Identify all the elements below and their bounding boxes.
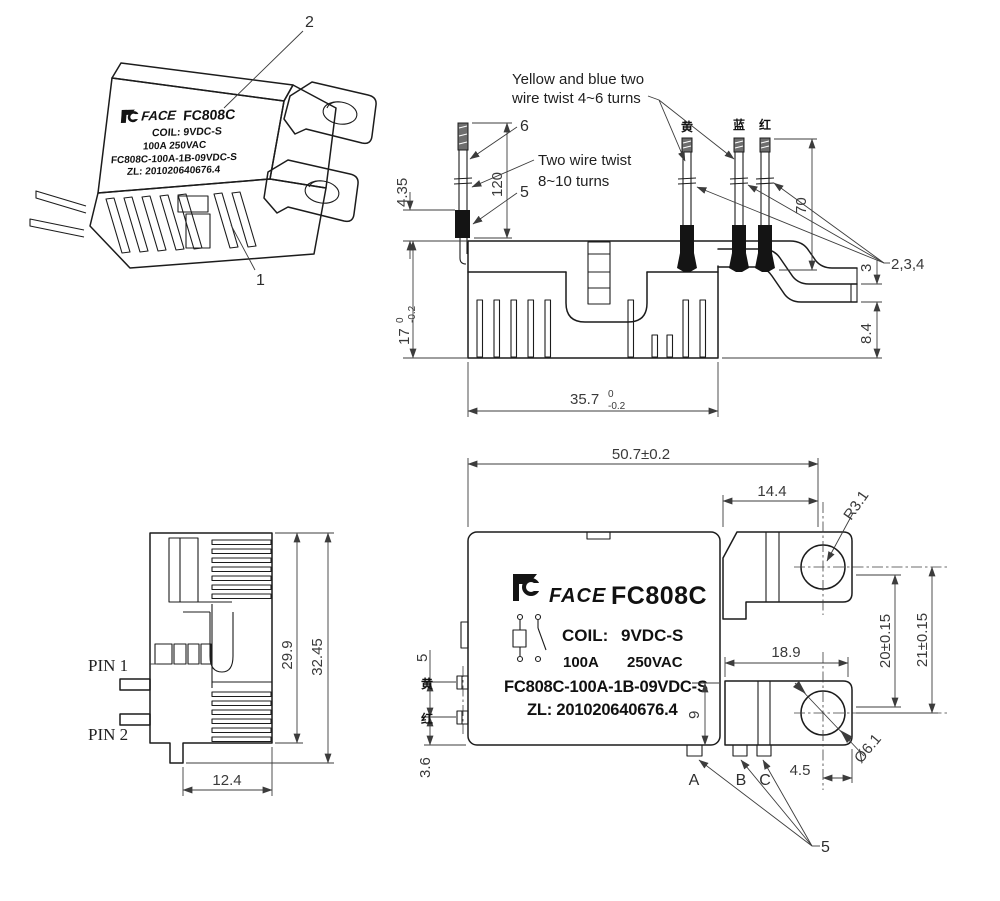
- iso-face-print: FACE FC808C COIL: 9VDC-S 100A 250VAC FC8…: [110, 106, 237, 178]
- side-terminal-blocks: [154, 643, 212, 665]
- note-yellow-blue-line1: Yellow and blue two: [512, 71, 644, 88]
- svg-text:0: 0: [608, 389, 614, 400]
- iso-model-text: FC808C: [183, 106, 236, 123]
- note-twist-line1: Two wire twist: [538, 152, 632, 169]
- wire-label-yellow: 黄: [681, 119, 693, 134]
- dim-r3p1: R3.1: [840, 488, 872, 524]
- wire-blue: [729, 137, 749, 272]
- callout-2-3-4: 2,3,4: [891, 256, 924, 273]
- iso-rating-text: 100A 250VAC: [142, 140, 206, 153]
- dim-4p5: 4.5: [790, 762, 811, 779]
- wiring-colored-wires: 黄 蓝 红: [677, 117, 775, 272]
- iso-brand-text: FACE: [141, 108, 177, 124]
- pin1-label: PIN 1: [88, 656, 128, 675]
- dim-50p7: 50.7±0.2: [612, 446, 670, 463]
- model-text: FC808C: [611, 582, 707, 610]
- terminal-a-label: A: [689, 772, 700, 789]
- dim-14p4: 14.4: [757, 483, 786, 500]
- dim-17-tol: 17 0 -0.2: [395, 305, 418, 345]
- dim-3: 3: [858, 264, 875, 272]
- iso-callouts: 2 1: [223, 14, 314, 289]
- coil-switch-symbol: [512, 613, 547, 663]
- pin2-label: PIN 2: [88, 725, 128, 744]
- dim-18p9: 18.9: [771, 644, 800, 661]
- dim-3p6: 3.6: [417, 757, 434, 778]
- side-relay-body: [119, 532, 273, 764]
- callout-5-wiring: 5: [520, 184, 529, 201]
- dim-20: 20±0.15: [877, 614, 894, 668]
- isometric-view: FACE FC808C COIL: 9VDC-S 100A 250VAC FC8…: [29, 14, 377, 289]
- iso-coil-pins: [29, 190, 87, 238]
- front-face-print: FACE FC808C COIL: 9VDC-S 100A 250VAC FC8…: [504, 574, 708, 719]
- brand-logo: [513, 574, 542, 601]
- wire-yellow: [677, 137, 697, 272]
- wiring-relay-body: [467, 240, 858, 359]
- svg-text:-0.2: -0.2: [407, 305, 418, 323]
- dim-29p9: 29.9: [279, 640, 296, 669]
- note-yellow-blue-line2: wire twist 4~6 turns: [511, 90, 641, 107]
- dim-5-pitch: 5: [414, 654, 431, 662]
- front-relay-body: [456, 531, 772, 757]
- front-bracket-lower: [724, 652, 948, 790]
- wire-red: [755, 137, 775, 272]
- wiring-notes: Yellow and blue two wire twist 4~6 turns…: [469, 71, 924, 273]
- note-twist-line2: 8~10 turns: [538, 173, 609, 190]
- dim-35p7-tol: 35.7 0 -0.2: [570, 389, 626, 412]
- wiring-left-wire: [453, 122, 473, 265]
- dim-dia6p1: Ø6.1: [851, 731, 885, 767]
- dim-12p4: 12.4: [212, 772, 241, 789]
- dim-21: 21±0.15: [914, 613, 931, 667]
- wire-label-red: 红: [759, 117, 771, 132]
- dim-4p35: 4.35: [394, 178, 411, 207]
- iso-heatsink-fins: [105, 191, 257, 254]
- svg-text:0: 0: [395, 317, 406, 323]
- front-view: FACE FC808C COIL: 9VDC-S 100A 250VAC FC8…: [414, 446, 948, 856]
- wire-label-blue: 蓝: [733, 117, 745, 132]
- front-dimensions: 50.7±0.2 14.4 R3.1 18.9 20±0.15 21±0.15: [414, 446, 938, 783]
- svg-text:35.7: 35.7: [570, 391, 599, 408]
- side-dimensions: 29.9 32.45 12.4: [182, 532, 334, 796]
- iso-coil-text: COIL: 9VDC-S: [151, 125, 222, 139]
- wiring-heatsink-slots: [476, 299, 707, 358]
- callout-5-front: 5: [821, 839, 830, 856]
- dim-9: 9: [686, 711, 703, 719]
- voltage-text: 250VAC: [627, 654, 683, 671]
- dim-120: 120: [489, 172, 506, 197]
- brand-text: FACE: [549, 585, 606, 607]
- iso-terminal-bracket-lower: [263, 159, 359, 223]
- svg-text:-0.2: -0.2: [608, 401, 626, 412]
- iso-serial-text: ZL: 201020640676.4: [127, 164, 222, 177]
- iso-terminal-bracket-upper: [283, 81, 377, 145]
- side-view: PIN 1 PIN 2 29.9 32.45 12.4: [88, 532, 334, 796]
- terminal-c-label: C: [759, 772, 771, 789]
- current-text: 100A: [563, 654, 599, 671]
- side-fins-upper: [211, 539, 272, 600]
- part-number-text: FC808C-100A-1B-09VDC-S: [504, 678, 708, 696]
- front-terminal-callouts: A B C 5: [689, 759, 830, 856]
- terminal-b-label: B: [736, 772, 747, 789]
- iso-part-number-text: FC808C-100A-1B-09VDC-S: [110, 152, 237, 166]
- coil-value-text: 9VDC-S: [621, 626, 683, 645]
- side-pin2-lead: [119, 713, 151, 726]
- front-label-yellow: 黄: [421, 676, 433, 691]
- side-pin1-lead: [119, 678, 151, 691]
- front-label-red: 红: [421, 711, 433, 726]
- wiring-dimensions: 120 4.35 17 0 -0.2 35.7 0 -0.2: [394, 122, 882, 417]
- iso-relay-body: FACE FC808C COIL: 9VDC-S 100A 250VAC FC8…: [29, 62, 377, 269]
- dim-32p45: 32.45: [309, 638, 326, 676]
- serial-text: ZL: 201020640676.4: [527, 701, 679, 719]
- svg-text:17: 17: [396, 328, 413, 345]
- iso-callout-1: 1: [256, 272, 265, 289]
- iso-callout-2: 2: [305, 14, 314, 31]
- callout-6: 6: [520, 118, 529, 135]
- dim-70: 70: [793, 197, 810, 214]
- wiring-view: 黄 蓝 红 Yellow and blue two wire twist 4~6…: [394, 71, 924, 417]
- coil-label-text: COIL:: [562, 626, 608, 645]
- front-bracket-upper: [722, 502, 948, 620]
- side-fins-lower: [211, 691, 272, 743]
- dim-8p4: 8.4: [858, 323, 875, 344]
